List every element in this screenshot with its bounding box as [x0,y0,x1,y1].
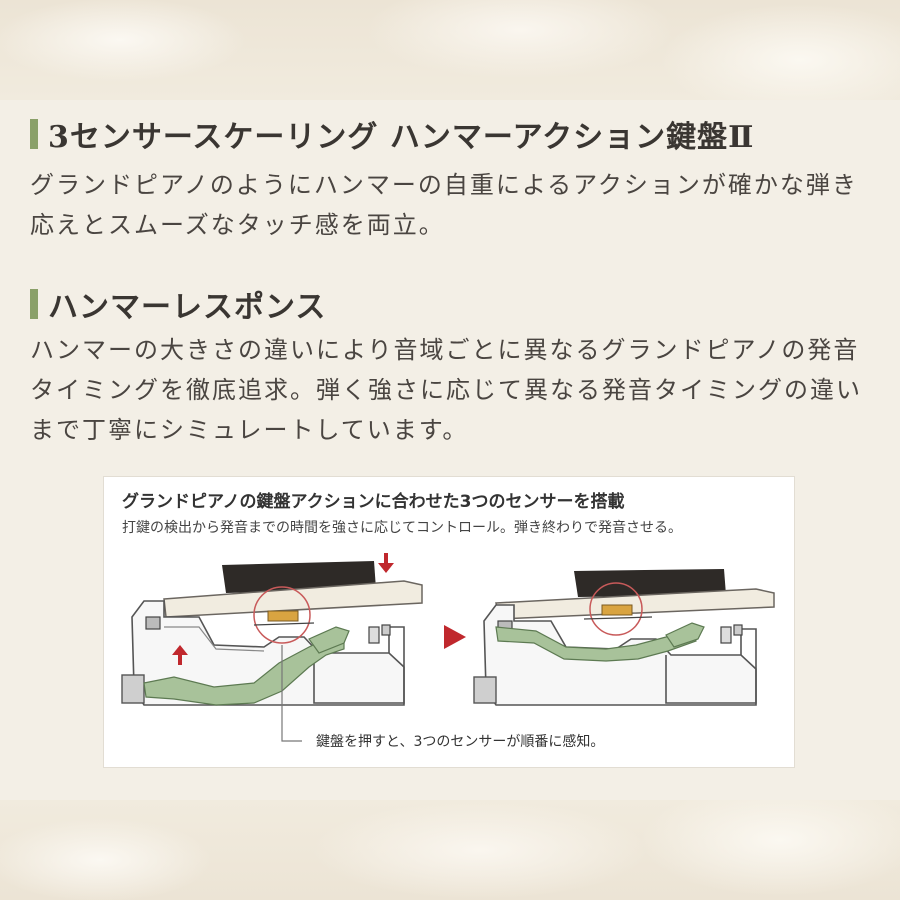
sensor-icon [601,604,633,616]
section2-heading: ハンマーレスポンス [30,282,326,326]
section2-line-2: タイミングを徹底追求。弾く強さに応じて異なる発音タイミングの違い [30,376,862,404]
section2-heading-text: ハンマーレスポンス [48,290,327,325]
frame-icon [131,600,405,706]
section1-heading: 3センサースケーリング ハンマーアクション鍵盤Ⅱ [30,112,754,156]
heading-accent-bar [30,289,38,319]
diagram-subtitle: 打鍵の検出から発音までの時間を強さに応じてコントロール。弾き終わりで発音させる。 [122,520,682,536]
down-arrow-icon [378,553,394,573]
black-key-icon [222,561,376,593]
leader-line [281,645,302,742]
diagram-note: 鍵盤を押すと、3つのセンサーが順番に感知。 [316,734,605,750]
up-arrow-icon [172,645,188,665]
section1-line-2: 応えとスムーズなタッチ感を両立。 [30,211,445,239]
background-bottom-texture [0,800,900,900]
hammer-icon [495,626,697,662]
next-step-arrow-icon [444,625,466,649]
action-left [121,553,423,742]
action-right [473,569,775,706]
background-top-texture [0,0,900,100]
section1-heading-text: 3センサースケーリング ハンマーアクション鍵盤Ⅱ [48,120,755,155]
heading-accent-bar [30,119,38,149]
sensor-icon [267,610,299,622]
sensor-highlight-icon [589,582,643,636]
black-key-icon [574,569,726,597]
action-diagram: グランドピアノの鍵盤アクションに合わせた3つのセンサーを搭載 打鍵の検出から発音… [103,476,795,768]
section1-line-1: グランドピアノのようにハンマーの自重によるアクションが確かな弾き [30,171,858,199]
white-key-icon [163,580,423,618]
section2-paragraph: ハンマーの大きさの違いにより音域ごとに異なるグランドピアノの発音 タイミングを徹… [30,330,880,450]
section2-line-1: ハンマーの大きさの違いにより音域ごとに異なるグランドピアノの発音 [30,336,860,364]
sensor-highlight-icon [253,586,311,644]
section2-line-3: まで丁寧にシミュレートしています。 [30,416,469,444]
piano-action-illustration [121,553,775,742]
hammer-icon [143,636,345,706]
diagram-title: グランドピアノの鍵盤アクションに合わせた3つのセンサーを搭載 [122,492,625,512]
section1-paragraph: グランドピアノのようにハンマーの自重によるアクションが確かな弾き 応えとスムーズ… [30,165,880,245]
